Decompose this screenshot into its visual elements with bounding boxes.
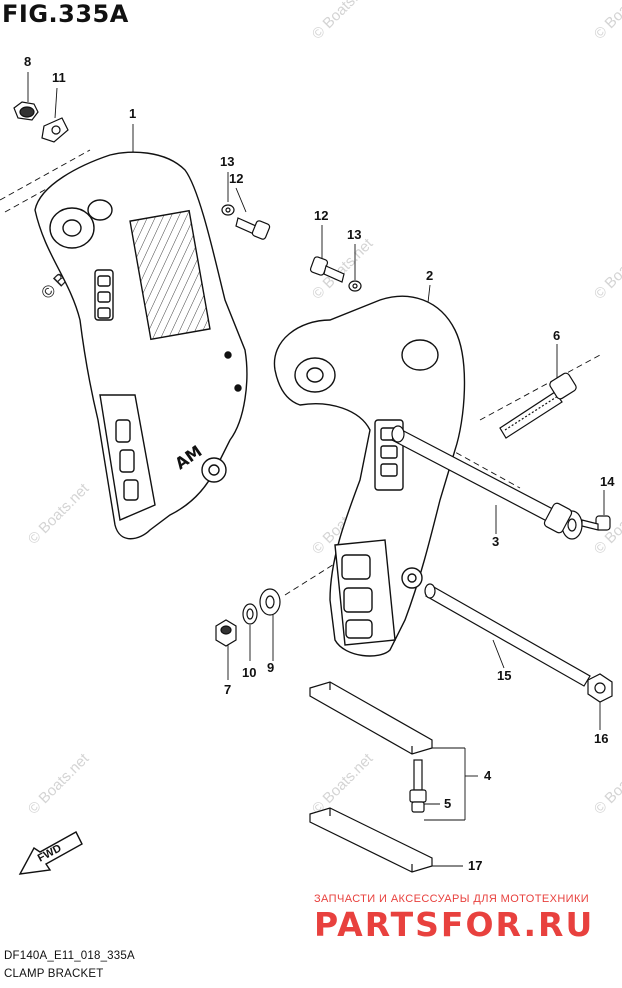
callout-3: 3 [492, 534, 499, 549]
part-14-bolt [581, 515, 611, 531]
watermark: © Boats.net [309, 0, 377, 43]
callout-8: 8 [24, 54, 31, 69]
part-1-clamp-bracket: AM [34, 151, 248, 540]
part-3-shaft [391, 425, 583, 540]
section-name: CLAMP BRACKET [4, 968, 104, 980]
partsfor-logo[interactable]: PARTSFOR.RU [314, 906, 614, 942]
callout-9: 9 [267, 660, 274, 675]
callout-1: 1 [129, 106, 136, 121]
callout-13: 13 [220, 154, 234, 169]
callout-14: 14 [600, 474, 615, 489]
part-2-clamp-bracket [273, 295, 466, 657]
watermark: © Boats.net [25, 750, 93, 818]
part-13-washer [221, 204, 235, 216]
part-7-nut [215, 619, 237, 647]
callout-11: 11 [52, 70, 66, 85]
watermark: © Boats.net [309, 750, 377, 818]
watermark: © Boats.net [591, 0, 622, 43]
part-10-washer [242, 603, 258, 625]
callout-10: 10 [242, 665, 256, 680]
callout-15: 15 [497, 668, 511, 683]
part-9-washer [259, 588, 281, 616]
fwd-arrow-icon: FWD [18, 831, 83, 875]
callout-2: 2 [426, 268, 433, 283]
callout-4: 4 [484, 768, 492, 783]
callout-labels: 8 11 1 13 12 12 13 2 6 14 3 9 10 7 15 16… [24, 54, 615, 873]
model-code: DF140A_E11_018_335A [4, 950, 135, 962]
callout-13-right: 13 [347, 227, 361, 242]
part-8-hex-nut [13, 101, 39, 121]
part-11-plate [41, 117, 69, 143]
watermark: © Boats.net [25, 480, 93, 548]
part-12-bolt-right [309, 256, 345, 283]
callout-6: 6 [553, 328, 560, 343]
watermark: © Boats.net [591, 750, 622, 818]
callout-17: 17 [468, 858, 482, 873]
part-13-washer-right [348, 280, 362, 292]
part-16-nut [587, 673, 613, 703]
part-17-plate [309, 807, 433, 873]
figure-title: FIG.335A [2, 0, 129, 28]
callout-12: 12 [229, 171, 243, 186]
callout-12-right: 12 [314, 208, 328, 223]
brand-name: PARTSFOR.RU [314, 906, 594, 942]
part-5-bolt [409, 759, 427, 813]
watermark: © Boats.net [591, 235, 622, 303]
part-4-plate [309, 681, 433, 755]
part-12-bolt [235, 217, 271, 240]
promo-tagline: ЗАПЧАСТИ И АКСЕССУАРЫ ДЛЯ МОТОТЕХНИКИ [314, 893, 590, 905]
callout-16: 16 [594, 731, 608, 746]
part-15-rod [424, 583, 591, 687]
part-6-bolt [499, 372, 577, 439]
callout-5: 5 [444, 796, 451, 811]
callout-7: 7 [224, 682, 231, 697]
